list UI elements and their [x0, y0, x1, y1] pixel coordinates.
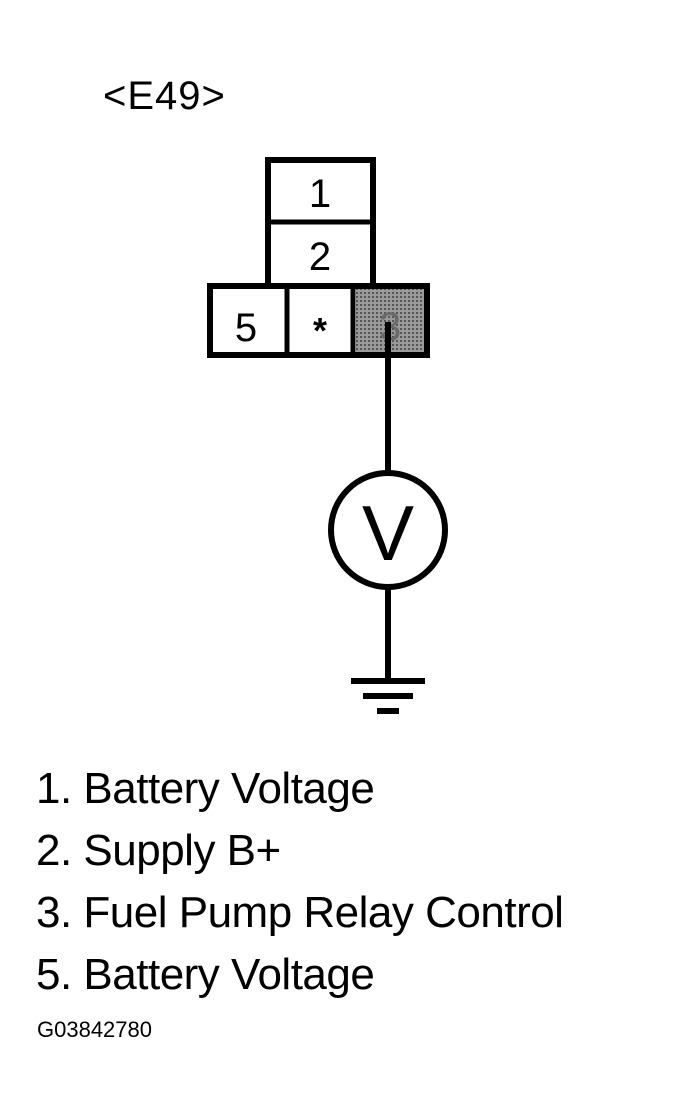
pin-2-label: 2	[309, 235, 331, 279]
pin-5-label: 5	[235, 306, 257, 350]
legend-item-pin-5: 5. Battery Voltage	[36, 950, 375, 999]
pin-1: 1	[268, 172, 373, 225]
empty-pin-label: *	[313, 310, 327, 351]
voltmeter-icon: V	[328, 470, 448, 590]
pin-3-highlighted: 3	[356, 289, 424, 352]
connector-label: <E49>	[103, 74, 226, 118]
voltmeter-symbol: V	[362, 489, 414, 577]
ground-icon	[351, 678, 425, 714]
figure-id: G03842780	[37, 1017, 152, 1042]
pin-legend: 1. Battery Voltage 2. Supply B+ 3. Fuel …	[36, 758, 564, 1006]
legend-item-pin-1: 1. Battery Voltage	[36, 764, 375, 813]
connector-diagram: 1 2 5 * 3 V	[207, 157, 448, 714]
pin-1-label: 1	[309, 172, 331, 216]
legend-item-pin-3: 3. Fuel Pump Relay Control	[36, 888, 564, 937]
legend-item-pin-2: 2. Supply B+	[36, 826, 281, 875]
pin-2: 2	[309, 235, 331, 279]
